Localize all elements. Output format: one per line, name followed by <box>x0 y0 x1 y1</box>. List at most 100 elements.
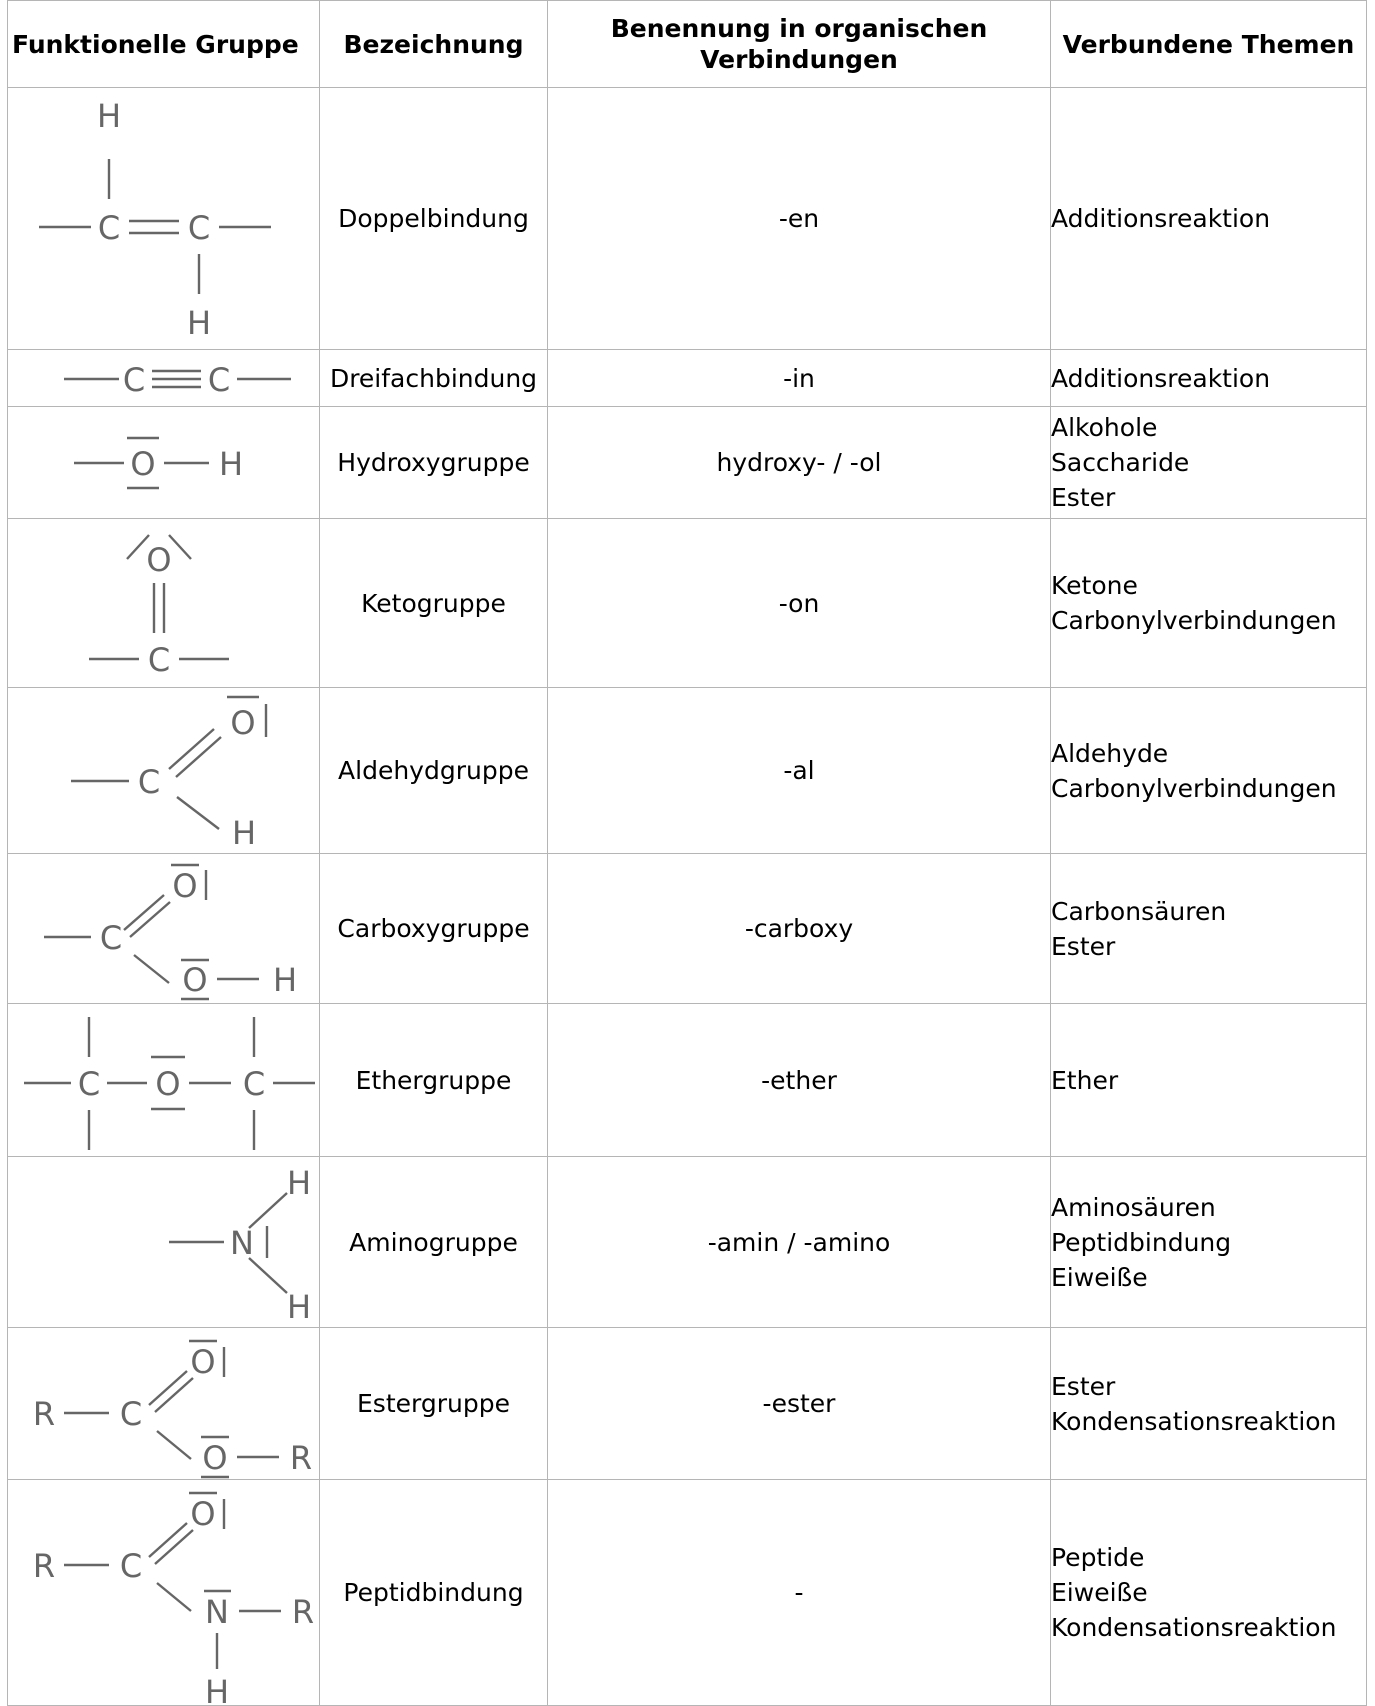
topic-item: Ester <box>1051 1371 1116 1401</box>
table-row: H C C H Doppelbindung -en Additionsreakt… <box>7 87 1367 350</box>
topic-item: Peptidbindung <box>1051 1227 1232 1257</box>
topics-cell: Additionsreaktion <box>1050 349 1367 407</box>
svg-text:C: C <box>242 1065 264 1103</box>
topic-item: Carbonsäuren <box>1051 896 1227 926</box>
naming-cell: -en <box>547 87 1051 350</box>
ester-structure: O R C O R <box>32 1339 312 1478</box>
structure-cell: H N H <box>7 1156 320 1328</box>
naming-cell: -al <box>547 687 1051 854</box>
svg-text:H: H <box>204 1673 228 1705</box>
header-group: Funktionelle Gruppe <box>7 0 320 88</box>
svg-text:R: R <box>291 1593 313 1631</box>
topics-cell: Alkohole Saccharide Ester <box>1050 406 1367 519</box>
structure-cell: O C <box>7 518 320 688</box>
peptide-bond-structure: O R C N R H <box>32 1491 314 1705</box>
svg-text:C: C <box>119 1395 141 1433</box>
topics-cell: Aminosäuren Peptidbindung Eiweiße <box>1050 1156 1367 1328</box>
topic-item: Peptide <box>1051 1543 1145 1572</box>
topic-item: Ether <box>1051 1065 1119 1095</box>
topics-cell: Peptide Eiweiße Kondensationsreaktion <box>1050 1479 1367 1706</box>
topics-cell: Additionsreaktion <box>1050 87 1367 350</box>
svg-text:C: C <box>99 919 121 957</box>
topics-cell: Ketone Carbonylverbindungen <box>1050 518 1367 688</box>
svg-text:C: C <box>137 763 159 801</box>
naming-cell: -amin / -amino <box>547 1156 1051 1328</box>
double-bond-structure: H C C H <box>38 97 271 342</box>
topic-item: Eiweiße <box>1051 1262 1148 1292</box>
ether-structure: C O C <box>23 1017 315 1150</box>
designation-cell: Ethergruppe <box>319 1003 548 1157</box>
table-row: O C H Aldehydgruppe -al Aldehyde Carbony… <box>7 687 1367 854</box>
structure-cell: O R C N R H <box>7 1479 320 1706</box>
topic-item: Additionsreaktion <box>1051 204 1271 233</box>
svg-text:C: C <box>119 1547 141 1585</box>
svg-text:H: H <box>96 97 120 135</box>
svg-text:N: N <box>230 1224 254 1262</box>
table-row: O C Ketogruppe -on Ketone Carbonylverbin… <box>7 518 1367 688</box>
svg-text:H: H <box>231 814 255 852</box>
header-naming-line2: Verbindungen <box>700 45 898 74</box>
svg-text:C: C <box>207 361 229 399</box>
svg-text:O: O <box>130 445 155 483</box>
svg-text:R: R <box>32 1547 54 1585</box>
header-designation: Bezeichnung <box>319 0 548 88</box>
svg-text:N: N <box>205 1593 229 1631</box>
topic-item: Eiweiße <box>1051 1578 1148 1607</box>
svg-text:O: O <box>230 704 255 742</box>
topic-item: Kondensationsreaktion <box>1051 1406 1337 1436</box>
topic-item: Ester <box>1051 483 1116 512</box>
table-row: C O C Ethergruppe -ether Ether <box>7 1003 1367 1157</box>
designation-cell: Doppelbindung <box>319 87 548 350</box>
svg-text:O: O <box>146 541 171 579</box>
designation-cell: Aminogruppe <box>319 1156 548 1328</box>
structure-cell: H C C H <box>7 87 320 350</box>
designation-cell: Hydroxygruppe <box>319 406 548 519</box>
naming-cell: -ester <box>547 1327 1051 1480</box>
naming-cell: - <box>547 1479 1051 1706</box>
topic-item: Saccharide <box>1051 448 1190 477</box>
svg-text:C: C <box>187 209 209 247</box>
designation-cell: Dreifachbindung <box>319 349 548 407</box>
structure-cell: O C O H <box>7 853 320 1004</box>
svg-text:H: H <box>186 304 210 342</box>
topic-item: Kondensationsreaktion <box>1051 1613 1337 1642</box>
naming-cell: hydroxy- / -ol <box>547 406 1051 519</box>
designation-cell: Ketogruppe <box>319 518 548 688</box>
structure-cell: C O C <box>7 1003 320 1157</box>
designation-cell: Carboxygruppe <box>319 853 548 1004</box>
topic-item: Ketone <box>1051 571 1138 600</box>
carboxy-structure: O C O H <box>43 863 297 1000</box>
svg-text:H: H <box>286 1164 310 1202</box>
designation-cell: Peptidbindung <box>319 1479 548 1706</box>
topic-item: Carbonylverbindungen <box>1051 773 1337 803</box>
naming-cell: -in <box>547 349 1051 407</box>
svg-text:O: O <box>190 1495 215 1533</box>
designation-cell: Estergruppe <box>319 1327 548 1480</box>
svg-text:H: H <box>272 961 296 999</box>
table-row: O C O H Carboxygruppe -carboxy Carbonsä <box>7 853 1367 1004</box>
topics-cell: Carbonsäuren Ester <box>1050 853 1367 1004</box>
svg-text:O: O <box>182 961 207 999</box>
table-row: O H Hydroxygruppe hydroxy- / -ol Alkohol… <box>7 406 1367 519</box>
naming-cell: -carboxy <box>547 853 1051 1004</box>
table-row: C C Dreifachbindung -in Additionsreaktio… <box>7 349 1367 407</box>
header-row: Funktionelle Gruppe Bezeichnung Benennun… <box>7 0 1367 88</box>
svg-text:O: O <box>190 1343 215 1381</box>
keto-structure: O C <box>88 533 229 679</box>
structure-cell: C C <box>7 349 320 407</box>
topic-item: Additionsreaktion <box>1051 363 1271 393</box>
svg-text:O: O <box>202 1439 227 1477</box>
topics-cell: Ether <box>1050 1003 1367 1157</box>
topic-item: Alkohole <box>1051 413 1158 442</box>
structure-cell: O R C O R <box>7 1327 320 1480</box>
svg-text:C: C <box>77 1065 99 1103</box>
topic-item: Carbonylverbindungen <box>1051 606 1337 635</box>
header-naming-line1: Benennung in organischen <box>610 14 988 43</box>
designation-cell: Aldehydgruppe <box>319 687 548 854</box>
header-naming: Benennung in organischen Verbindungen <box>547 0 1051 88</box>
aldehyde-structure: O C H <box>70 695 267 852</box>
topics-cell: Ester Kondensationsreaktion <box>1050 1327 1367 1480</box>
topic-item: Aldehyde <box>1051 738 1169 768</box>
table-row: O R C O R Estergruppe -ester <box>7 1327 1367 1480</box>
svg-text:C: C <box>97 209 119 247</box>
